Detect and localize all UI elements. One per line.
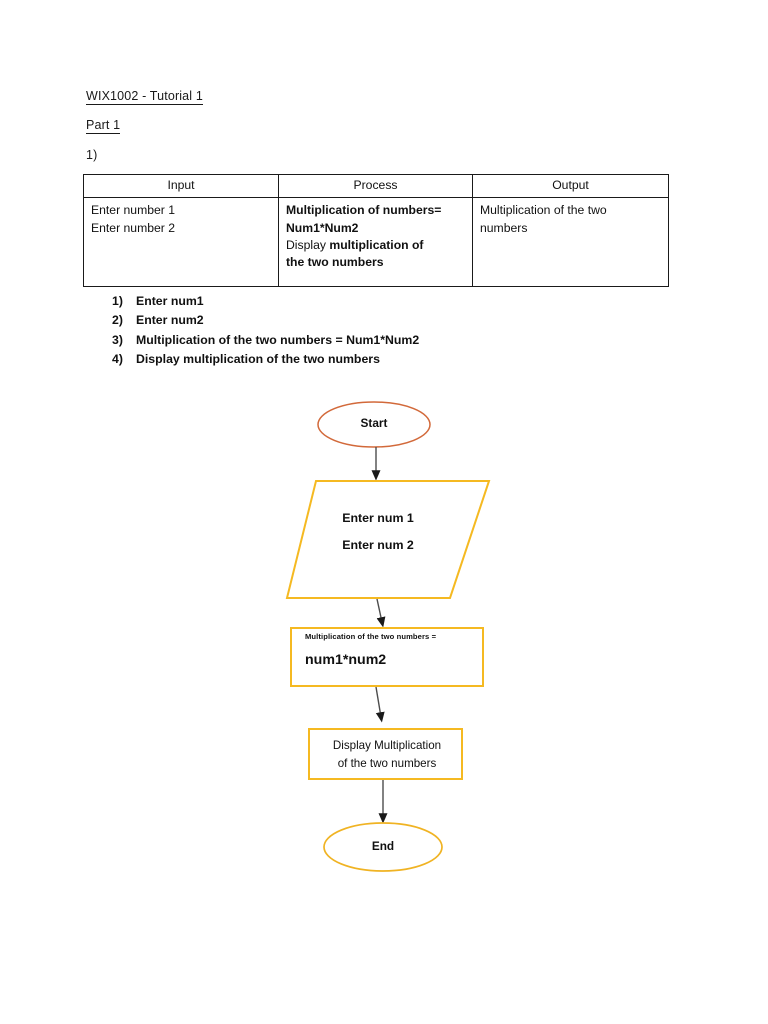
cell-output-line-1: Multiplication of the two: [480, 203, 607, 218]
ipo-table: Input Process Output Enter number 1 Ente…: [83, 173, 669, 288]
list-item-number: 3): [112, 332, 123, 347]
cell-output: Multiplication of the two numbers: [472, 197, 669, 288]
flowchart-label-end: End: [371, 839, 395, 853]
flowchart-label-input-line-1: Enter num 1: [342, 511, 414, 525]
flowchart-label-display-line-1: Display Multiplication: [332, 739, 442, 752]
list-item: 2) Enter num2: [112, 311, 419, 330]
list-item: 1) Enter num1: [112, 292, 419, 311]
flowchart-node-start: [317, 401, 431, 448]
flowchart-label-display: Display Multiplication of the two number…: [313, 737, 461, 773]
table-header-row: Input Process Output: [83, 173, 669, 199]
flowchart-label-input-line-2: Enter num 2: [342, 538, 414, 553]
table-row: Enter number 1 Enter number 2 Multiplica…: [83, 197, 669, 288]
flowchart-node-process: [290, 627, 484, 687]
flowchart-node-end: [323, 822, 443, 872]
list-item-number: 2): [112, 313, 123, 328]
cell-process-line-2: Num1*Num2: [286, 220, 359, 235]
list-item: 4) Display multiplication of the two num…: [112, 350, 419, 369]
cell-process: Multiplication of numbers= Num1*Num2 Dis…: [278, 197, 473, 288]
cell-process-line-1: Multiplication of numbers=: [286, 203, 442, 218]
connector-input-to-process: [376, 598, 386, 628]
algorithm-step-list: 1) Enter num1 2) Enter num2 3) Multiplic…: [112, 292, 419, 370]
column-header-output: Output: [472, 173, 669, 199]
flowchart-node-input: [285, 480, 491, 599]
list-item: 3) Multiplication of the two numbers = N…: [112, 331, 419, 350]
cell-input-line-1: Enter number 1: [91, 203, 176, 218]
cell-process-line-3: Display multiplication of: [286, 237, 466, 254]
section-heading-text: Part 1: [86, 118, 121, 134]
cell-output-line-2: numbers: [480, 220, 528, 235]
flowchart-label-start: Start: [360, 416, 388, 430]
flowchart-node-display: [308, 728, 463, 780]
flowchart-label-process-small: Multiplication of the two numbers =: [305, 632, 437, 641]
list-item-number: 4): [112, 352, 123, 367]
flowchart-label-process-large: num1*num2: [305, 652, 387, 668]
section-heading: Part 1: [86, 118, 121, 134]
document-title: WIX1002 - Tutorial 1: [86, 89, 203, 105]
connector-process-to-display: [375, 686, 385, 723]
question-number: 1): [86, 148, 98, 162]
cell-process-line-3-bold: multiplication of: [329, 237, 424, 252]
list-item-text: Enter num2: [136, 313, 204, 328]
column-header-input: Input: [83, 173, 279, 199]
flowchart-label-display-line-2: of the two numbers: [337, 756, 437, 770]
document-title-text: WIX1002 - Tutorial 1: [86, 89, 203, 105]
column-header-process: Process: [278, 173, 473, 199]
list-item-text: Display multiplication of the two number…: [136, 352, 380, 367]
list-item-text: Multiplication of the two numbers = Num1…: [136, 332, 420, 347]
flowchart-label-input: Enter num 1 Enter num 2: [292, 505, 464, 560]
list-item-number: 1): [112, 294, 123, 308]
cell-input: Enter number 1 Enter number 2: [83, 197, 279, 288]
list-item-text: Enter num1: [136, 294, 204, 308]
cell-input-line-2: Enter number 2: [91, 220, 176, 235]
cell-process-line-3-plain: Display: [286, 237, 330, 252]
cell-process-line-4: the two numbers: [286, 255, 384, 270]
